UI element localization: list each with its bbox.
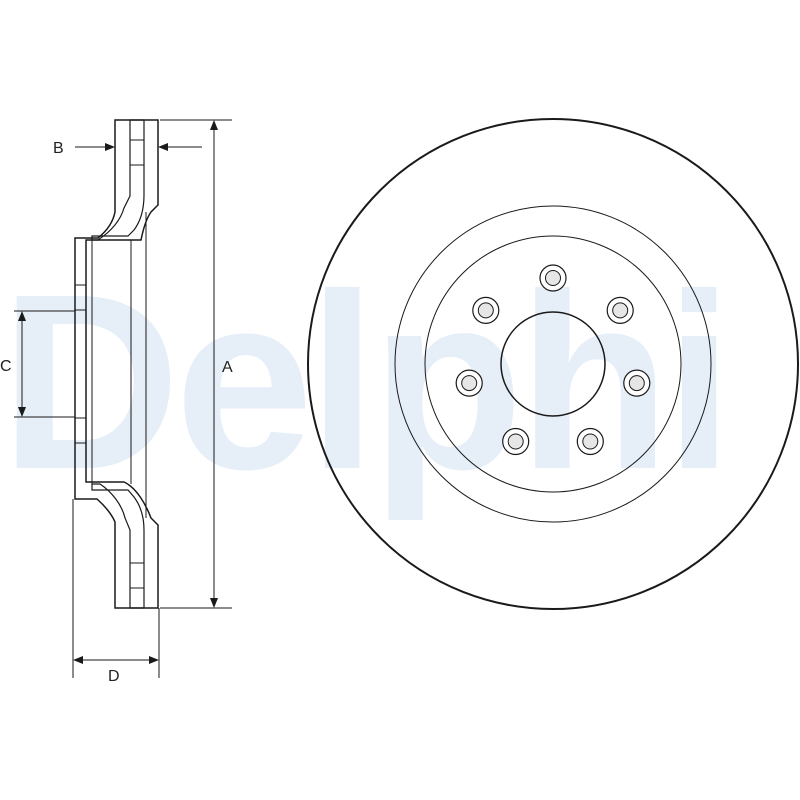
bolt-hole-inner: [507, 433, 524, 450]
bolt-hole-inner: [628, 375, 645, 392]
side-section-view: [74, 119, 159, 609]
hub-bolt-hole-upper: [74, 284, 87, 311]
dimension-label-a: A: [222, 359, 233, 376]
front-view: [307, 118, 799, 610]
vent-channel-upper: [91, 119, 145, 241]
vent-channel-lower: [91, 483, 145, 609]
dimension-label-d: D: [108, 668, 120, 685]
disc-section-outline: [74, 119, 159, 609]
bolt-hole-inner: [582, 433, 599, 450]
hub-face-edge: [424, 235, 682, 493]
bolt-hole-inner: [545, 270, 561, 286]
dimension-label-b: B: [53, 140, 64, 157]
dimension-label-c: C: [0, 358, 12, 375]
bolt-hole-inner: [612, 302, 629, 319]
disc-outer-edge: [307, 118, 799, 610]
friction-ring-inner-edge: [394, 205, 712, 523]
bolt-holes: [455, 264, 651, 456]
brand-watermark: Delphi: [0, 242, 728, 521]
hub-bolt-hole-lower: [74, 417, 87, 444]
bolt-hole-inner: [477, 302, 494, 319]
bolt-hole-inner: [461, 375, 478, 392]
dimension-lines: [14, 119, 232, 678]
center-bore: [500, 311, 606, 417]
